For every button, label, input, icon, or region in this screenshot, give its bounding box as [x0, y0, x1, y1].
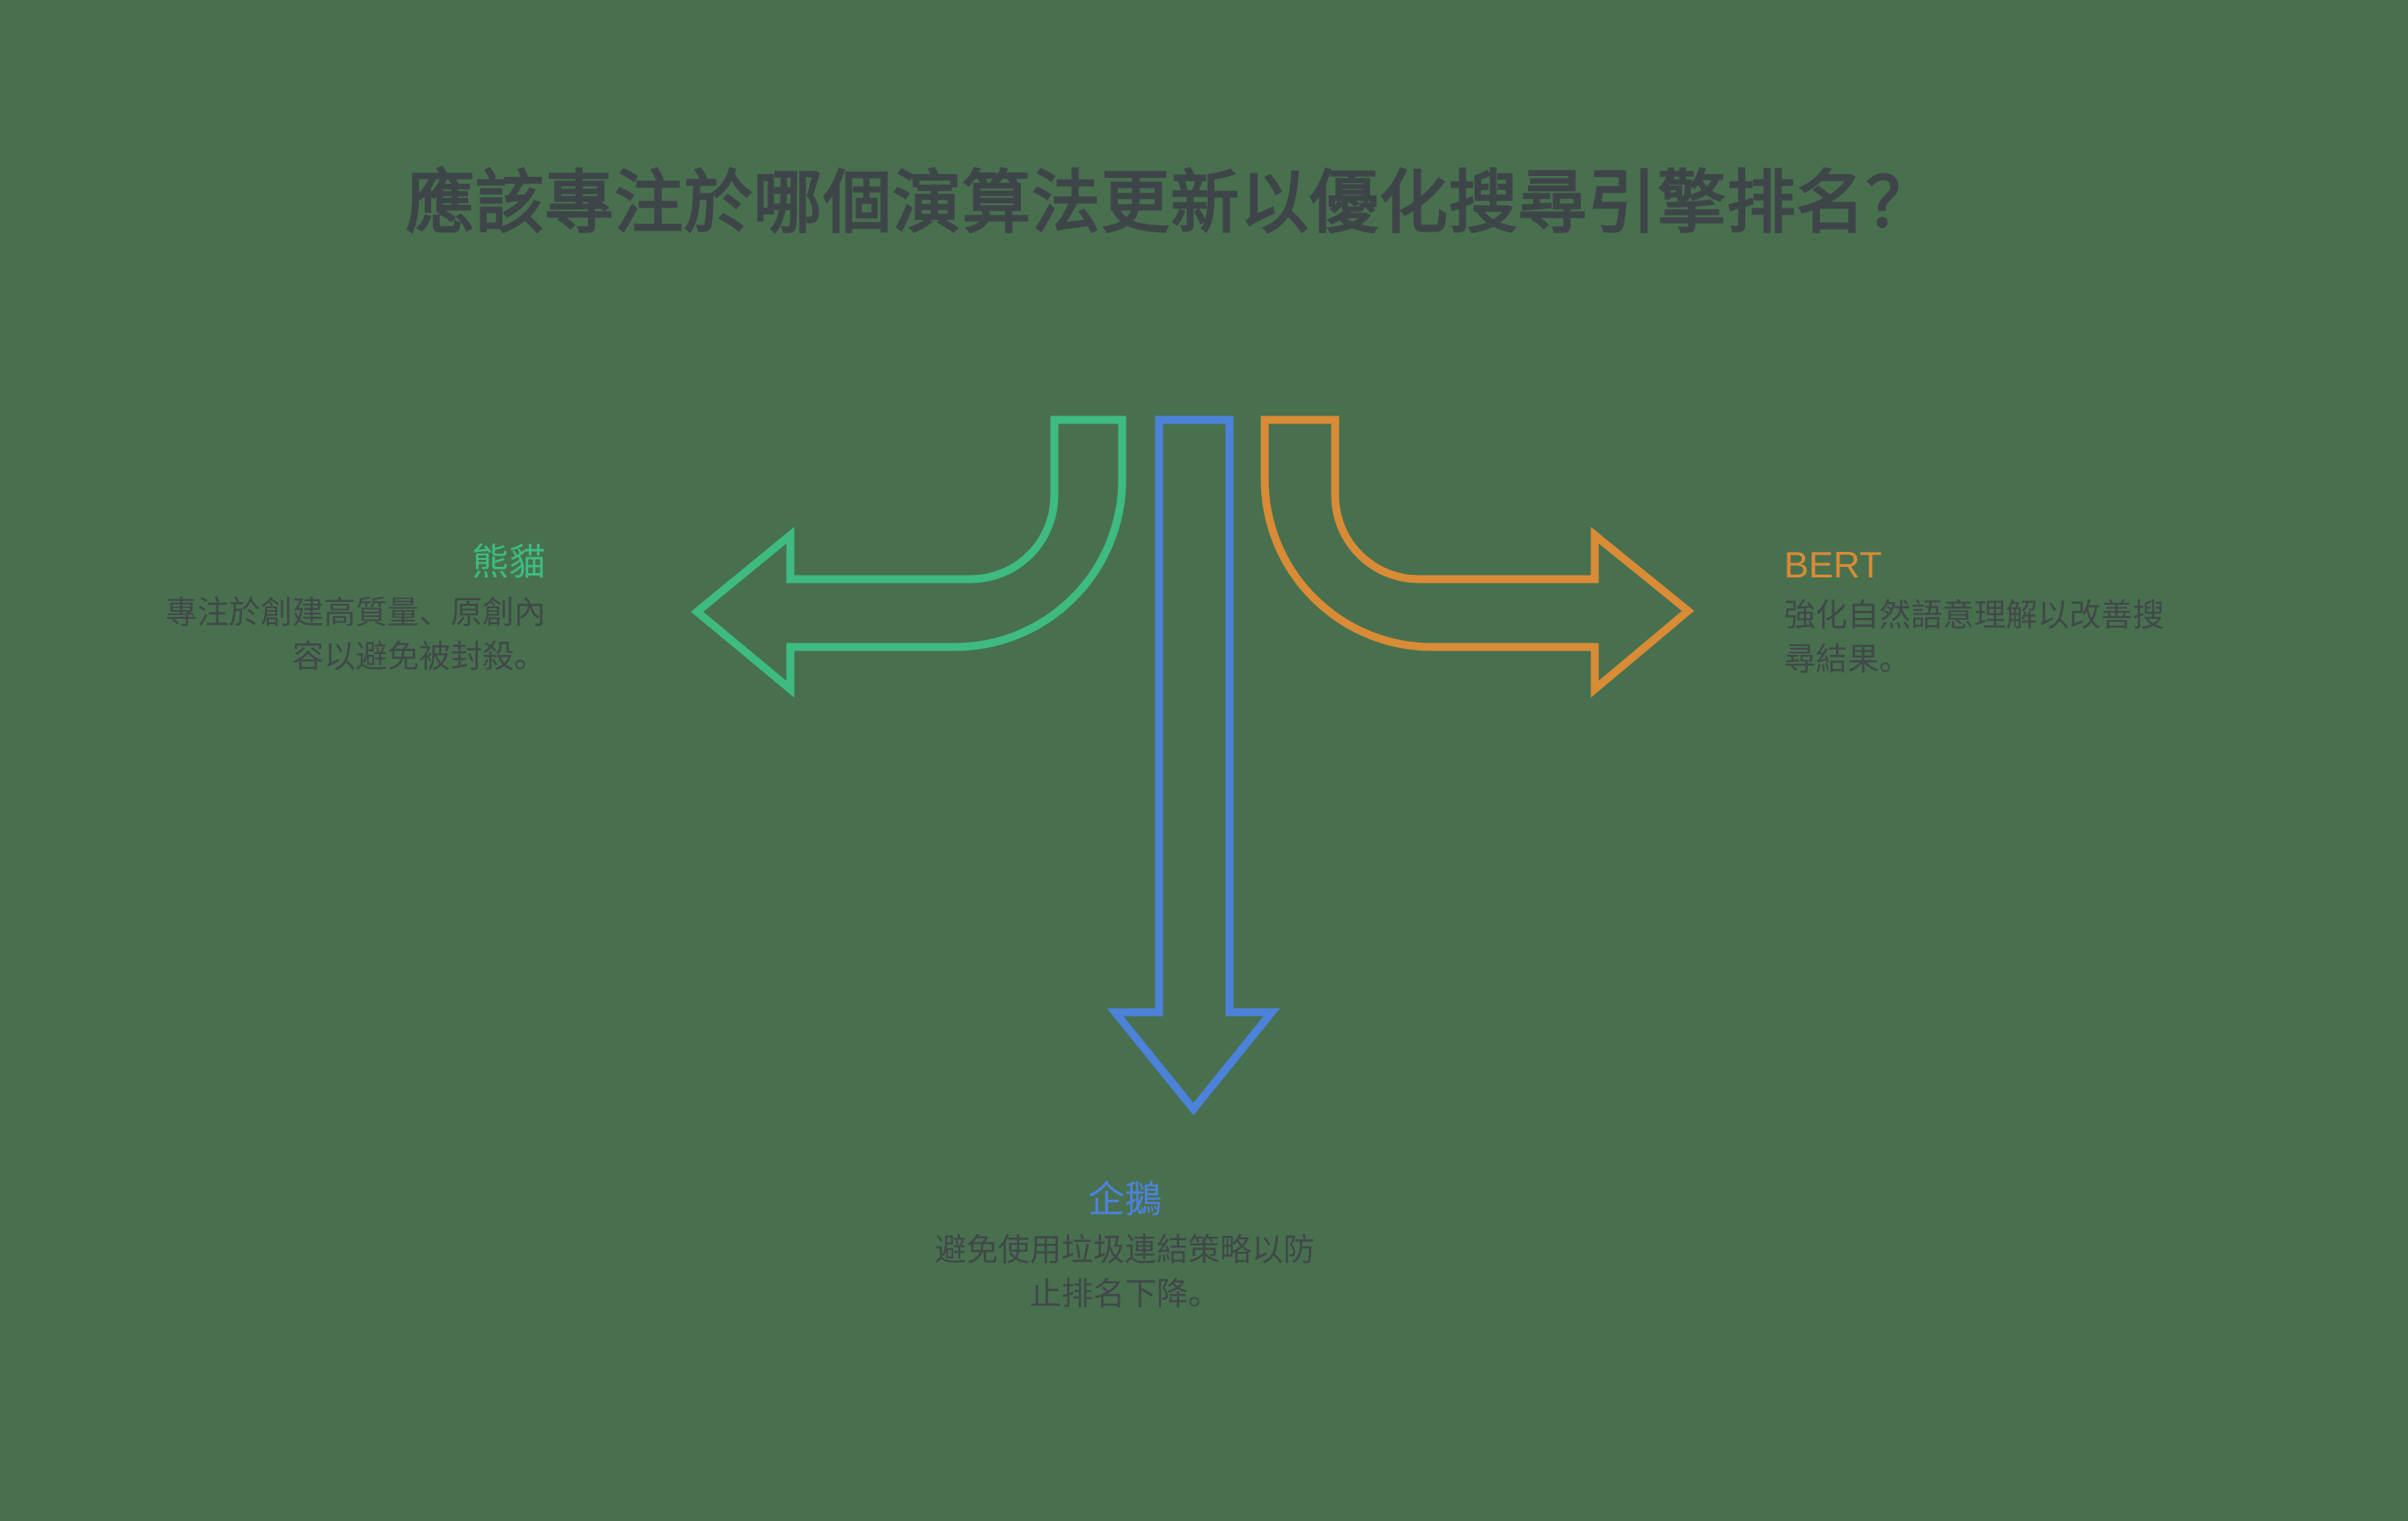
branch-bert: BERT 強化自然語意理解以改善搜尋結果。	[1784, 542, 2189, 681]
branch-panda-label: 熊貓	[471, 541, 546, 583]
down-arrow-icon	[1106, 415, 1281, 1116]
page-title: 應該專注於哪個演算法更新以優化搜尋引擎排名？	[405, 164, 1935, 241]
branch-penguin-label: 企鵝	[1087, 1179, 1162, 1220]
branch-penguin-description: 避免使用垃圾連結策略以防止排名下降。	[934, 1231, 1315, 1312]
right-arrow-icon	[1260, 415, 1695, 698]
branch-panda: 熊貓 專注於創建高質量、原創內容以避免被封殺。	[141, 540, 546, 679]
branch-panda-description: 專注於創建高質量、原創內容以避免被封殺。	[165, 594, 546, 674]
branch-bert-label: BERT	[1784, 544, 1883, 585]
branch-penguin: 企鵝 避免使用垃圾連結策略以防止排名下降。	[922, 1177, 1327, 1316]
branch-bert-description: 強化自然語意理解以改善搜尋結果。	[1784, 597, 2165, 677]
left-arrow-icon	[690, 415, 1127, 698]
